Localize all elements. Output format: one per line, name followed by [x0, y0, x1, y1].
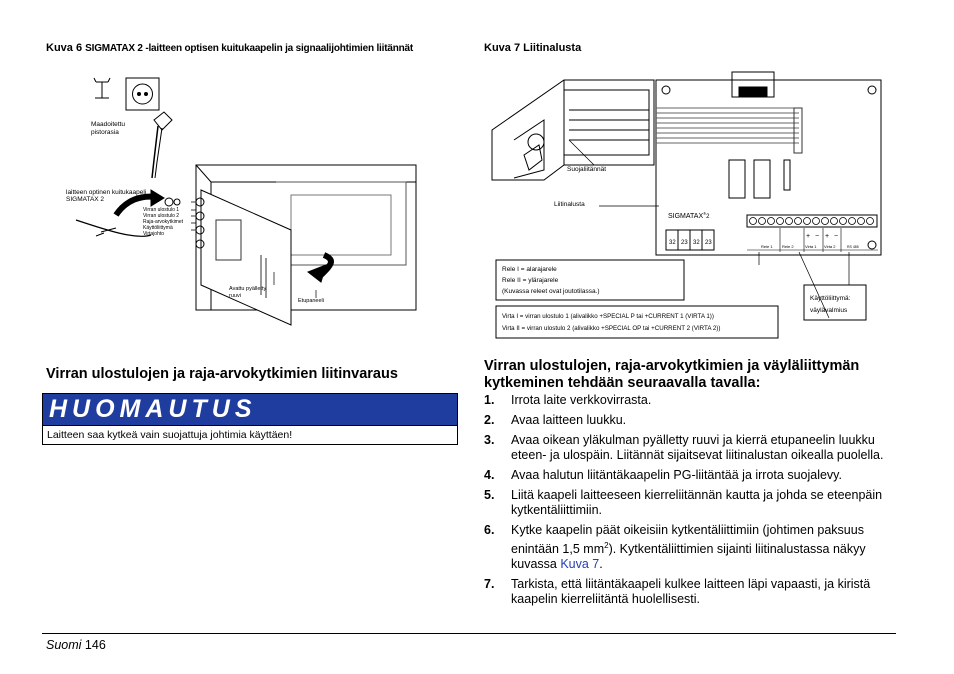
figure-7-link[interactable]: Kuva 7 — [560, 557, 600, 572]
step-text: Avaa halutun liitäntäkaapelin PG-liitänt… — [511, 468, 842, 482]
step-text-end: . — [599, 557, 603, 572]
step-number: 5. — [484, 488, 495, 502]
step-text: Irrota laite verkkovirrasta. — [511, 393, 652, 407]
label-current-out-1: Virran ulostulo 1 — [143, 207, 179, 213]
label-fiber-cable-2: SIGMATAX 2 — [66, 196, 104, 203]
label-terminal-board: Liitinalusta — [554, 201, 585, 208]
bus-note-2: väylävalmius — [810, 307, 848, 314]
label-knurled-screw-2: ruuvi — [229, 293, 241, 299]
label-grounded-socket-2: pistorasia — [91, 129, 119, 136]
terminal-virta-2: Virta 2 — [824, 244, 836, 249]
relay-note-1: Rele I = alarajarele — [502, 266, 557, 273]
label-bus: Käyttöliittymä — [143, 225, 173, 231]
terminal-minus-1: − — [815, 233, 819, 240]
terminal-plus-1: + — [806, 233, 810, 240]
terminal-rs485: RS 485 — [847, 245, 859, 249]
terminal-32-b: 32 — [693, 240, 700, 246]
relay-note-3: (Kuvassa releet ovat joutotilassa.) — [502, 288, 600, 295]
relay-note-2: Rele II = ylärajarele — [502, 277, 559, 284]
label-grounded-socket: Maadoitettu — [91, 121, 125, 128]
label-protective-connections: Suojaliitännät — [567, 166, 606, 173]
note-text: Laitteen saa kytkeä vain suojattuja joht… — [43, 425, 457, 444]
step-text: Tarkista, että liitäntäkaapeli kulkee la… — [511, 577, 871, 607]
right-title-line-2: kytkeminen tehdään seuraavalla tavalla: — [484, 375, 761, 391]
bus-note-1: Käyttöliittymä: — [810, 295, 851, 302]
caption-prefix: Kuva 6 — [46, 42, 83, 54]
current-note-2: Virta II = virran ulostulo 2 (alivalikko… — [502, 325, 720, 332]
step-number: 4. — [484, 468, 495, 482]
right-title-line-1: Virran ulostulojen, raja-arvokytkimien j… — [484, 358, 860, 374]
footer: Suomi 146 — [46, 638, 106, 652]
steps-list: 1. Irrota laite verkkovirrasta. 2. Avaa la… — [484, 393, 899, 612]
brand-name: SIGMATAX — [668, 213, 703, 220]
step-item: 6. Kytke kaapelin päät oikeisiin kytkentä… — [484, 523, 899, 572]
footer-rule — [42, 633, 896, 634]
label-power-cord: Virtajohto — [143, 231, 164, 237]
note-box: HUOMAUTUS Laitteen saa kytkeä vain suoja… — [42, 393, 458, 445]
terminal-minus-2: − — [834, 233, 838, 240]
label-limit-switches: Raja-arvokytkimet — [143, 219, 184, 225]
label-brand: SIGMATAX®2 — [668, 211, 710, 220]
step-number: 3. — [484, 433, 495, 447]
terminal-plus-2: + — [825, 233, 829, 240]
note-heading: HUOMAUTUS — [43, 394, 457, 425]
figure-6-caption: Kuva 6 SIGMATAX 2 -laitteen optisen kuit… — [46, 42, 413, 54]
terminal-23-a: 23 — [681, 240, 688, 246]
step-item: 2. Avaa laitteen luukku. — [484, 413, 899, 428]
terminal-23-b: 23 — [705, 240, 712, 246]
figure-6-illustration: Maadoitettu pistorasia laitteen optinen … — [66, 77, 417, 326]
terminal-virta-1: Virta 1 — [805, 244, 817, 249]
step-text-cont: ). Kytkentäliittimien sijainti liitinalu… — [511, 542, 866, 572]
step-number: 2. — [484, 413, 495, 427]
label-fiber-cable: laitteen optinen kuitukaapeli — [66, 189, 146, 196]
step-text: Avaa laitteen luukku. — [511, 413, 627, 427]
step-text: Avaa oikean yläkulman pyälletty ruuvi ja… — [511, 433, 884, 462]
current-note-1: Virta I = virran ulostulo 1 (alivalikko … — [502, 313, 714, 320]
caption-text: SIGMATAX 2 -laitteen optisen kuitukaapel… — [85, 43, 414, 54]
footer-language: Suomi — [46, 638, 82, 652]
step-item: 4. Avaa halutun liitäntäkaapelin PG-liitä… — [484, 468, 899, 483]
label-knurled-screw: Avattu pyälletty — [229, 286, 266, 292]
superscript-2: 2 — [604, 541, 609, 550]
step-number: 7. — [484, 577, 495, 592]
brand-number: 2 — [706, 214, 710, 220]
page-number: 146 — [84, 638, 106, 652]
step-item: 5. Liitä kaapeli laitteeseen kierreliitän… — [484, 488, 899, 518]
step-item: 3. Avaa oikean yläkulman pyälletty ruuvi … — [484, 433, 899, 463]
step-number: 1. — [484, 393, 495, 407]
step-text: Liitä kaapeli laitteeseen kierreliitännä… — [511, 488, 883, 517]
label-front-panel: Etupaneeli — [298, 298, 324, 304]
terminal-rele-1: Rele 1 — [761, 244, 773, 249]
label-current-out-2: Virran ulostulo 2 — [143, 213, 179, 219]
terminal-rele-2: Rele 2 — [782, 244, 794, 249]
right-section-title: Virran ulostulojen, raja-arvokytkimien j… — [484, 358, 904, 392]
step-text: Kytke kaapelin päät oikeisiin kytkentäli… — [511, 523, 864, 557]
step-item: 7. Tarkista, että liitäntäkaapeli kulkee … — [484, 577, 899, 607]
step-number: 6. — [484, 523, 495, 537]
figure-7-illustration: Suojaliitännät Liitinalusta SIGMATAX®2 3… — [491, 71, 882, 339]
figure-7-caption: Kuva 7 Liitinalusta — [484, 42, 582, 54]
terminal-32-a: 32 — [669, 240, 676, 246]
step-item: 1. Irrota laite verkkovirrasta. — [484, 393, 899, 408]
left-section-title: Virran ulostulojen ja raja-arvokytkimien… — [46, 366, 398, 382]
brand-registered: ® — [703, 211, 706, 216]
